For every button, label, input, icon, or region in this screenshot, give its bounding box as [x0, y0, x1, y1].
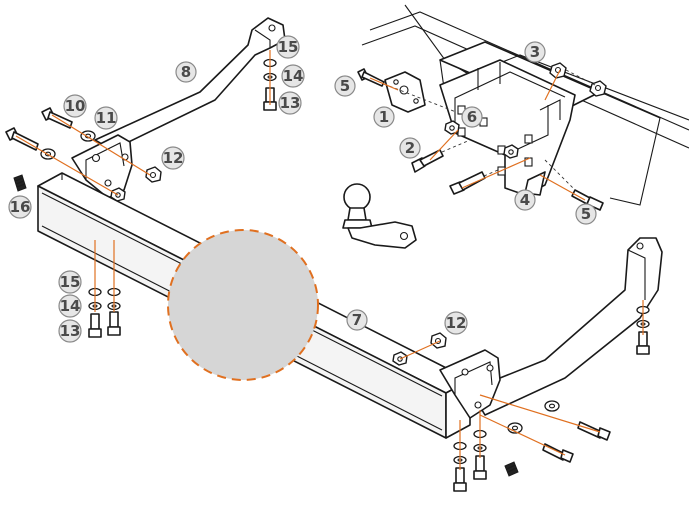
- callout-12-lower: 12: [444, 311, 468, 335]
- bolt: [636, 331, 650, 355]
- bolt: [88, 313, 102, 338]
- spring-clip: [13, 174, 27, 192]
- svg-text:13: 13: [60, 322, 81, 340]
- svg-text:12: 12: [163, 149, 184, 167]
- svg-text:16: 16: [10, 198, 31, 216]
- svg-text:5: 5: [581, 205, 591, 223]
- svg-text:12: 12: [446, 314, 467, 332]
- callout-10: 10: [63, 94, 87, 118]
- callout-3: 3: [524, 41, 546, 63]
- hidden-area-circle: [167, 229, 319, 381]
- callout-5-left: 5: [334, 75, 356, 97]
- svg-text:7: 7: [352, 311, 362, 329]
- svg-text:3: 3: [530, 43, 540, 61]
- bolt: [542, 443, 574, 463]
- side-bracket: [71, 134, 133, 199]
- callout-13-lower: 13: [58, 319, 82, 343]
- side-arm: [469, 237, 663, 416]
- leader-lines: [15, 50, 644, 470]
- svg-text:11: 11: [96, 109, 117, 127]
- nut: [589, 80, 607, 97]
- callout-7: 7: [346, 309, 368, 331]
- bolt: [473, 455, 487, 480]
- callout-5-right: 5: [575, 203, 597, 225]
- callout-14-lower: 14: [58, 294, 82, 318]
- callout-16: 16: [8, 195, 32, 219]
- callout-8: 8: [175, 61, 197, 83]
- bolt: [453, 467, 467, 492]
- callout-15-lower: 15: [58, 270, 82, 294]
- bolt: [107, 311, 121, 336]
- mounting-plate: [384, 71, 426, 113]
- washer: [544, 400, 560, 412]
- washer: [507, 422, 523, 434]
- svg-text:14: 14: [283, 67, 304, 85]
- nut: [444, 120, 460, 135]
- callout-2: 2: [399, 137, 421, 159]
- svg-text:5: 5: [340, 77, 350, 95]
- callout-1: 1: [373, 106, 395, 128]
- svg-text:2: 2: [405, 139, 415, 157]
- callout-14-upper: 14: [281, 64, 305, 88]
- svg-text:15: 15: [278, 38, 299, 56]
- side-bracket: [439, 349, 501, 419]
- svg-text:13: 13: [280, 94, 301, 112]
- bolt: [357, 68, 385, 87]
- callout-11: 11: [94, 106, 118, 130]
- spring-clip: [504, 461, 519, 477]
- svg-text:8: 8: [181, 63, 191, 81]
- nut: [430, 332, 447, 349]
- svg-text:1: 1: [379, 108, 389, 126]
- side-arm: [94, 17, 286, 151]
- nut: [145, 166, 162, 183]
- tow-ball: [342, 183, 417, 249]
- bolt: [577, 421, 611, 441]
- svg-text:15: 15: [60, 273, 81, 291]
- svg-text:6: 6: [467, 108, 477, 126]
- svg-text:4: 4: [520, 191, 530, 209]
- bolt: [449, 171, 486, 195]
- callout-12-upper: 12: [161, 146, 185, 170]
- callout-4: 4: [514, 189, 536, 211]
- callout-13-upper: 13: [278, 91, 302, 115]
- nut: [503, 144, 519, 159]
- nut: [549, 62, 567, 79]
- callout-15-upper: 15: [276, 35, 300, 59]
- svg-text:14: 14: [60, 297, 81, 315]
- svg-text:10: 10: [65, 97, 86, 115]
- callout-6: 6: [461, 106, 483, 128]
- chassis-mounting-bracket: [439, 59, 576, 196]
